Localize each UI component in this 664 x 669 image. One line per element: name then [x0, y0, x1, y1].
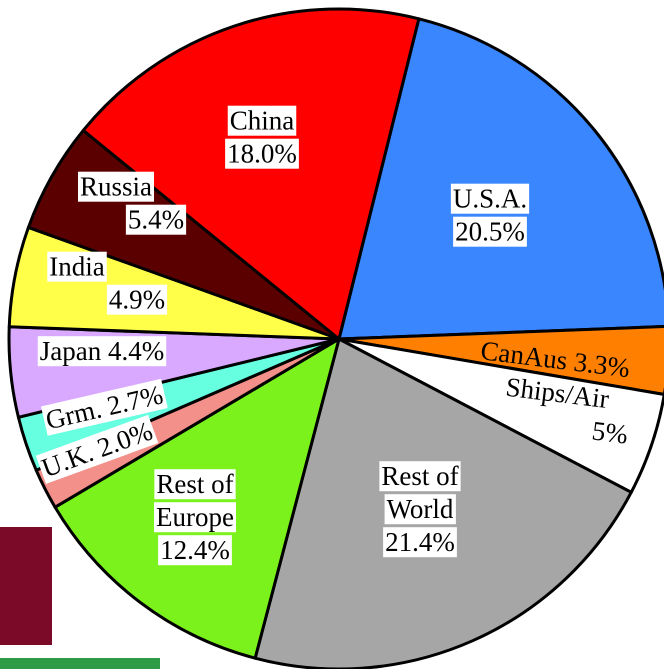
slice-label-background — [35, 414, 159, 484]
slice-label-background — [154, 502, 236, 533]
decorative-maroon-block — [0, 527, 52, 645]
slice-label-text: U.S.A. — [453, 184, 527, 214]
slice-label-background — [40, 378, 168, 436]
slice-label-text: Japan 4.4% — [40, 336, 164, 366]
slice-label-u-s-a: U.S.A.20.5% — [450, 183, 530, 247]
decorative-green-bar — [0, 658, 160, 669]
slice-label-background — [450, 183, 530, 214]
slice-label-background — [37, 336, 167, 367]
pie-slice-china — [81, 7, 421, 341]
slice-label-background — [47, 251, 107, 282]
slice-label-text: 5.4% — [128, 205, 184, 235]
slice-label-text: 5% — [590, 415, 629, 449]
slice-label-background — [383, 527, 457, 558]
slice-label-background — [453, 216, 527, 247]
slice-label-background — [384, 494, 456, 525]
slice-label-background — [125, 204, 187, 235]
slice-label-text: Russia — [80, 172, 152, 202]
slice-label-text: India — [49, 252, 104, 282]
slice-label-background — [225, 138, 299, 169]
slice-label-text: Rest of — [156, 469, 233, 499]
slice-label-text: China — [230, 106, 295, 136]
slice-label-text: Rest of — [381, 461, 458, 491]
slice-label-background — [227, 105, 297, 136]
slice-label-text: 20.5% — [455, 217, 525, 247]
slice-label-background — [158, 535, 232, 566]
slice-label-text: 21.4% — [385, 527, 455, 557]
slice-label-background — [77, 171, 155, 202]
slice-label-text: 12.4% — [160, 535, 230, 565]
pie-slice-canaus — [337, 325, 664, 396]
slice-label-japan: Japan 4.4% — [37, 336, 167, 367]
slice-label-text: World — [387, 494, 454, 524]
slice-label-background — [379, 461, 461, 492]
slice-label-text: Europe — [156, 502, 234, 532]
slice-label-background — [154, 469, 236, 500]
slice-label-text: 18.0% — [227, 139, 297, 169]
slice-label-text: 4.9% — [109, 285, 165, 315]
slice-label-background — [106, 284, 168, 315]
pie-slice-u-s-a — [337, 17, 664, 341]
